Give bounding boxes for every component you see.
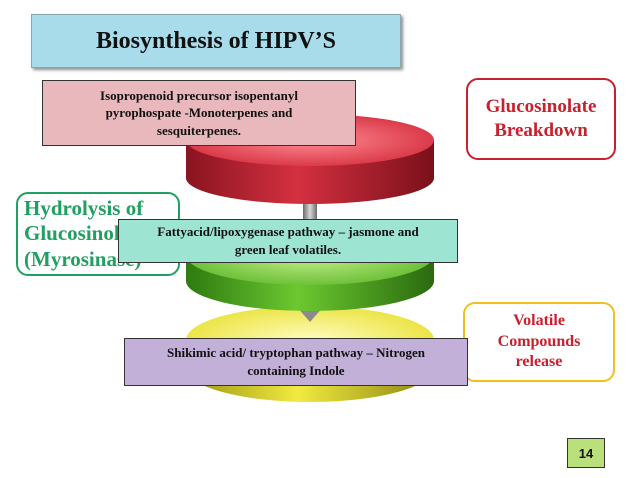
- label-line: containing Indole: [247, 363, 345, 378]
- isoprenoid-pathway-label: Isopropenoid precursor isopentanyl pyrop…: [42, 80, 356, 146]
- label-line: green leaf volatiles.: [234, 242, 342, 257]
- label-line: Shikimic acid/ tryptophan pathway – Nitr…: [167, 345, 425, 361]
- label-line: Fattyacid/lipoxygenase pathway – jasmone…: [157, 224, 419, 240]
- label-line: pyrophospate -Monoterpenes and: [105, 105, 293, 121]
- card-line: Compounds: [497, 332, 581, 350]
- volatile-release-card: Volatile Compounds release: [463, 302, 615, 382]
- label-line: Isopropenoid precursor isopentanyl: [100, 87, 298, 103]
- card-line: Glucosinolate: [485, 96, 597, 118]
- shikimic-pathway-label: Shikimic acid/ tryptophan pathway – Nitr…: [124, 338, 468, 386]
- glucosinolate-breakdown-card: Glucosinolate Breakdown: [466, 78, 616, 160]
- lipoxygenase-pathway-label: Fattyacid/lipoxygenase pathway – jasmone…: [118, 219, 458, 263]
- slide-title: Biosynthesis of HIPV’S: [31, 14, 401, 68]
- card-line: Breakdown: [494, 120, 588, 141]
- card-line: Hydrolysis of: [24, 196, 144, 221]
- card-line: release: [515, 353, 563, 371]
- page-number: 14: [567, 438, 605, 468]
- label-line: sesquiterpenes.: [156, 122, 242, 138]
- card-line: Volatile: [513, 311, 565, 329]
